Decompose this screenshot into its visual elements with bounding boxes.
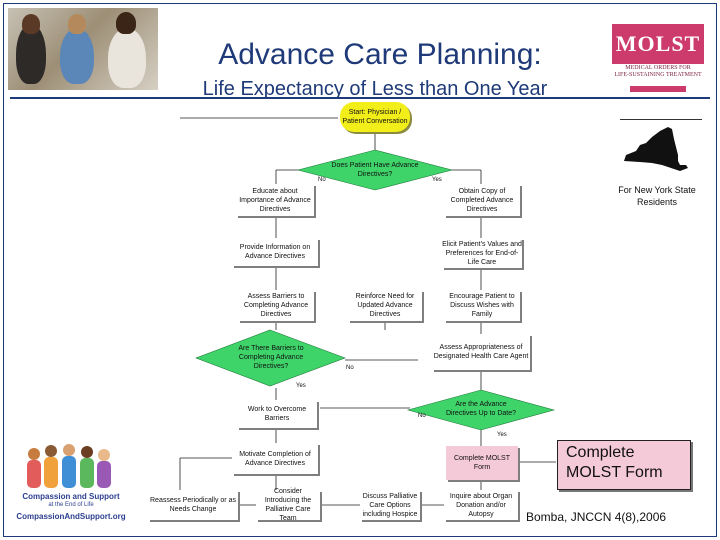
assess-barriers-box: Assess Barriers to Completing Advance Di… bbox=[238, 290, 314, 321]
slide-frame bbox=[3, 3, 717, 537]
decision-barriers-text: Are There Barriers to Completing Advance… bbox=[238, 344, 304, 370]
state-caption: For New York State Residents bbox=[618, 185, 696, 207]
assess-agent-box: Assess Appropriateness of Designated Hea… bbox=[432, 334, 530, 370]
motivate-box: Motivate Completion of Advance Directive… bbox=[232, 443, 318, 474]
decision-has-directives-text: Does Patient Have Advance Directives? bbox=[331, 162, 419, 178]
decision-diamond-barriers bbox=[195, 329, 346, 387]
branch-label-no: No bbox=[418, 413, 426, 419]
work-overcome-box: Work to Overcome Barriers bbox=[237, 400, 317, 428]
molst-logo-stripe bbox=[630, 86, 686, 92]
people-group-icon bbox=[27, 444, 111, 488]
cs-logo-tagline: at the End of Life bbox=[48, 502, 94, 508]
branch-label-yes: Yes bbox=[432, 177, 442, 183]
cs-logo-title: Compassion and Support bbox=[22, 492, 120, 501]
decision-up-to-date-text: Are the Advance Directives Up to Date? bbox=[445, 401, 517, 417]
reinforce-box: Reinforce Need for Updated Advance Direc… bbox=[348, 290, 422, 321]
provide-info-box: Provide Information on Advance Directive… bbox=[232, 238, 318, 266]
callout-line1: Complete bbox=[566, 444, 635, 461]
molst-logo-text: MEDICAL ORDERS FOR LIFE-SUSTAINING TREAT… bbox=[612, 65, 704, 79]
callout-line2: MOLST Form bbox=[566, 464, 663, 481]
branch-label-yes: Yes bbox=[296, 383, 306, 389]
decision-diamond-up-to-date bbox=[406, 389, 556, 431]
start-node: Start: Physician / Patient Conversation bbox=[340, 102, 410, 132]
page-subtitle: Life Expectancy of Less than One Year bbox=[202, 78, 548, 100]
cs-logo-url: CompassionAndSupport.org bbox=[16, 512, 126, 521]
branch-label-no: No bbox=[346, 365, 354, 371]
discuss-palliative-box: Discuss Palliative Care Options includin… bbox=[360, 490, 420, 520]
state-divider bbox=[620, 119, 702, 120]
citation: Bomba, JNCCN 4(8),2006 bbox=[526, 510, 667, 524]
molst-logo-line1: MEDICAL ORDERS FOR bbox=[625, 65, 691, 71]
consider-palliative-box: Consider Introducing the Palliative Care… bbox=[256, 488, 320, 522]
consultation-photo bbox=[8, 8, 158, 90]
reassess-box: Reassess Periodically or as Needs Change bbox=[148, 490, 238, 520]
branch-label-no: No bbox=[318, 177, 326, 183]
decision-diamond-has-directives bbox=[296, 149, 454, 191]
educate-box: Educate about Importance of Advance Dire… bbox=[236, 184, 314, 216]
obtain-copy-box: Obtain Copy of Completed Advance Directi… bbox=[444, 184, 520, 216]
complete-molst-box: Complete MOLST Form bbox=[446, 446, 518, 480]
title-divider bbox=[10, 97, 710, 99]
compassion-support-logo: Compassion and Support at the End of Lif… bbox=[10, 442, 132, 524]
encourage-box: Encourage Patient to Discuss Wishes with… bbox=[444, 290, 520, 321]
elicit-values-box: Elicit Patient's Values and Preferences … bbox=[442, 238, 522, 268]
molst-logo-badge: MOLST bbox=[612, 24, 704, 64]
inquire-organ-box: Inquire about Organ Donation and/or Auto… bbox=[444, 490, 518, 520]
branch-label-yes: Yes bbox=[497, 432, 507, 438]
complete-molst-callout: Complete MOLST Form bbox=[557, 440, 691, 490]
molst-logo-line2: LIFE-SUSTAINING TREATMENT bbox=[614, 72, 702, 78]
page-title: Advance Care Planning: bbox=[218, 38, 542, 71]
molst-logo: MOLST MEDICAL ORDERS FOR LIFE-SUSTAINING… bbox=[608, 18, 708, 96]
new-york-state-icon bbox=[624, 127, 688, 171]
